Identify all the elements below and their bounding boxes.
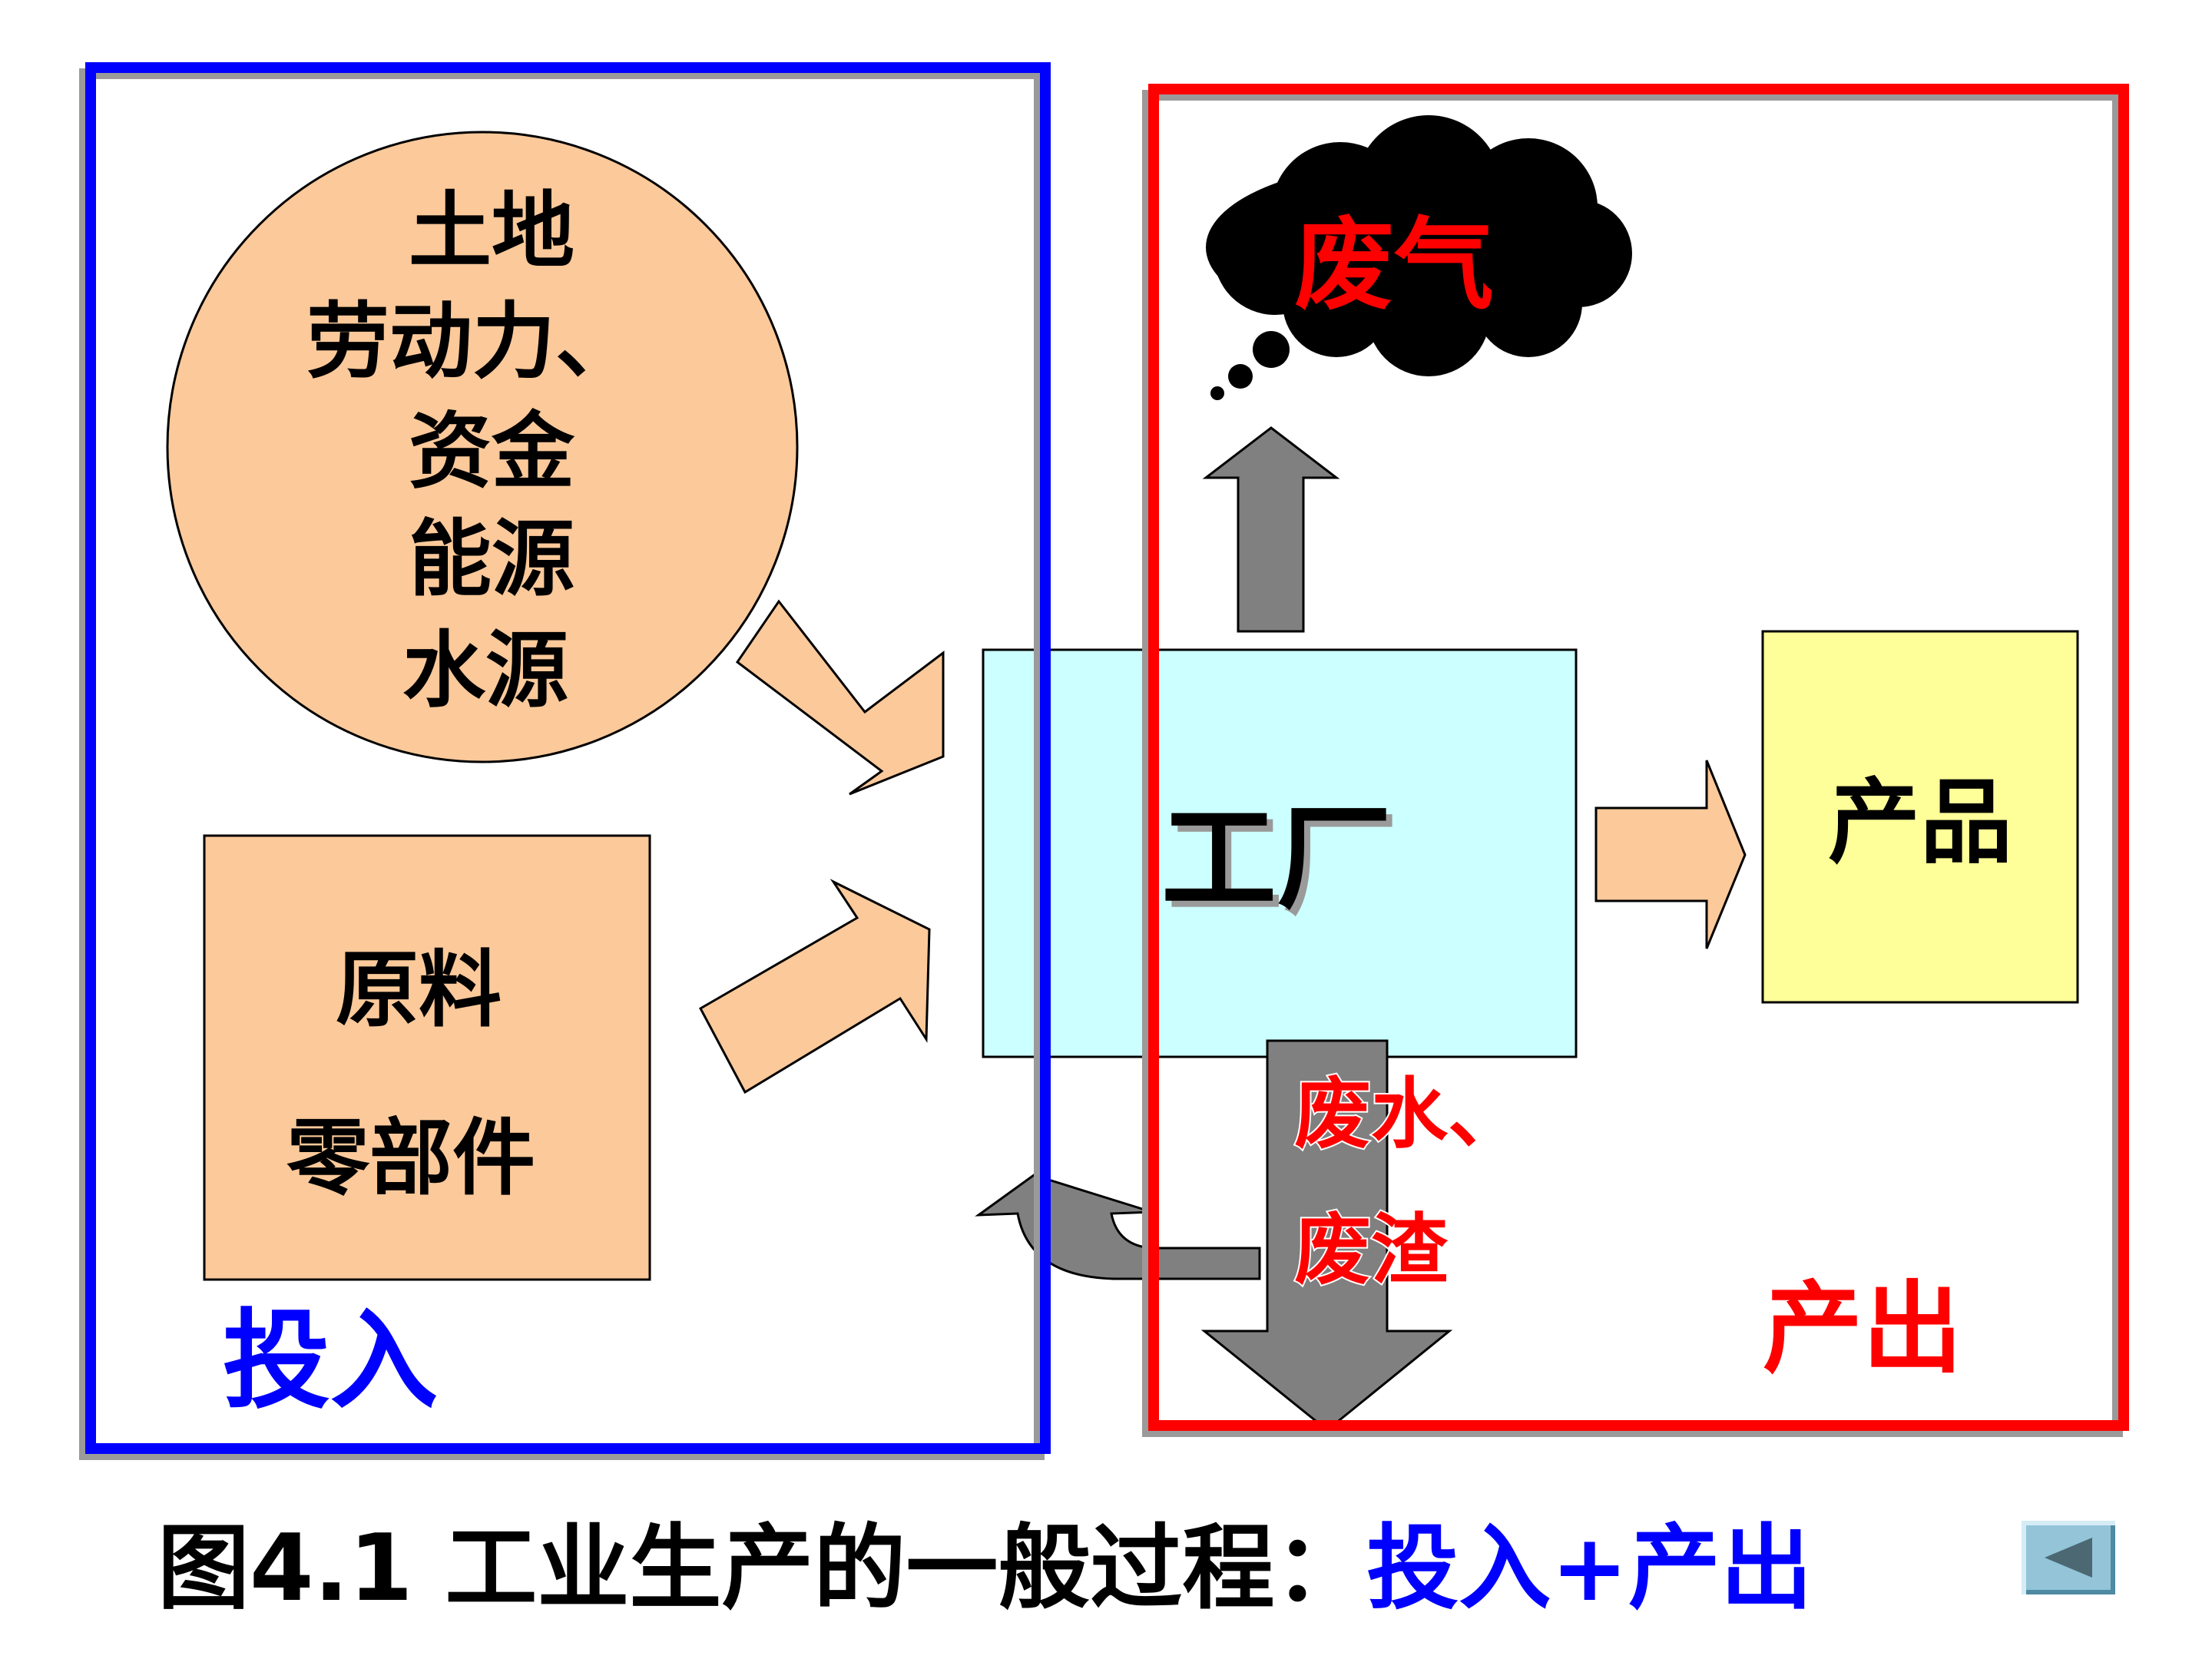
resources-line-3: 资金 bbox=[409, 404, 575, 500]
left-triangle-icon bbox=[2045, 1538, 2092, 1578]
factory-label: 工厂 bbox=[1161, 793, 1392, 926]
resources-line-1: 土地 bbox=[409, 184, 575, 280]
resources-line-5: 水源 bbox=[402, 623, 568, 719]
back-button[interactable] bbox=[2022, 1521, 2115, 1594]
materials-box bbox=[203, 834, 651, 1281]
waste-label-1: 废水、 bbox=[1294, 1069, 1525, 1159]
materials-to-factory-arrow bbox=[698, 879, 931, 1094]
waste-arrow bbox=[1200, 1039, 1453, 1432]
exhaust-label: 废气 bbox=[1294, 207, 1494, 323]
caption-main: 图4.1 工业生产的一般过程： bbox=[157, 1515, 1367, 1622]
resources-circle bbox=[166, 131, 799, 763]
input-frame bbox=[85, 62, 1051, 1454]
product-box bbox=[1761, 630, 2079, 1004]
resources-line-2: 劳动力、 bbox=[306, 294, 638, 390]
input-label: 投入 bbox=[223, 1299, 438, 1424]
materials-line-1: 原料 bbox=[336, 942, 502, 1038]
product-label: 产品 bbox=[1828, 770, 2012, 876]
exhaust-cloud bbox=[1206, 115, 1632, 400]
figure-caption: 图4.1 工业生产的一般过程：投入+产出 bbox=[157, 1512, 1847, 1627]
recycle-arrow bbox=[975, 1174, 1261, 1280]
output-label: 产出 bbox=[1763, 1270, 1962, 1387]
exhaust-arrow bbox=[1202, 426, 1340, 633]
factory-box bbox=[982, 648, 1578, 1058]
resources-line-4: 能源 bbox=[409, 512, 575, 608]
input-frame-shadow bbox=[79, 68, 1045, 1460]
output-frame bbox=[1148, 84, 2129, 1431]
factory-label-shadow: 工厂 bbox=[1167, 799, 1398, 932]
caption-highlight: 投入+产出 bbox=[1366, 1515, 1813, 1622]
waste-label-2: 废渣 bbox=[1294, 1205, 1449, 1295]
factory-to-product-arrow bbox=[1594, 760, 1747, 949]
materials-line-2: 零部件 bbox=[286, 1111, 535, 1207]
output-frame-shadow bbox=[1142, 90, 2123, 1437]
resources-to-factory-arrow bbox=[735, 599, 945, 796]
